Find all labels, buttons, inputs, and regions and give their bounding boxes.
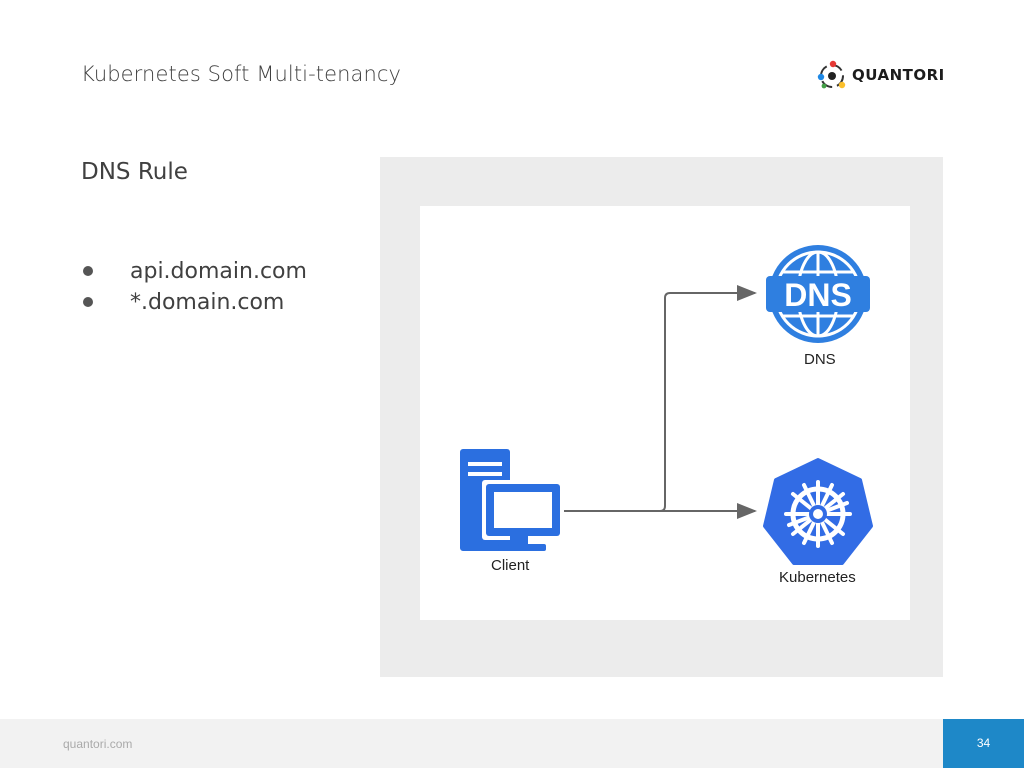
bullet-text: *.domain.com	[130, 290, 285, 315]
logo-text: QUANTORI	[852, 66, 945, 84]
bullet-list: api.domain.com *.domain.com	[81, 256, 307, 318]
dns-icon-text: DNS	[784, 277, 852, 313]
bullet-item: api.domain.com	[81, 256, 307, 287]
bullet-item: *.domain.com	[81, 287, 307, 318]
section-title: DNS Rule	[81, 159, 188, 185]
quantori-logo-icon	[817, 60, 846, 89]
quantori-logo: QUANTORI	[816, 60, 946, 92]
client-to-dns-arrow	[659, 285, 757, 512]
page-number-box: 34	[943, 719, 1024, 768]
slide-footer: quantori.com 34	[0, 719, 1024, 768]
footer-url: quantori.com	[63, 737, 133, 751]
client-label: Client	[491, 557, 530, 574]
dns-label: DNS	[804, 351, 836, 368]
slide-title: Kubernetes Soft Multi-tenancy	[81, 62, 402, 86]
client-computer-icon	[460, 449, 564, 551]
bullet-dot	[83, 266, 93, 276]
dns-globe-icon: DNS	[766, 245, 870, 343]
kubernetes-logo-icon	[763, 458, 873, 565]
page-number: 34	[976, 736, 991, 750]
bullet-dot	[83, 297, 93, 307]
kubernetes-label: Kubernetes	[779, 569, 856, 586]
bullet-text: api.domain.com	[130, 259, 307, 284]
architecture-diagram: DNS	[420, 206, 910, 620]
